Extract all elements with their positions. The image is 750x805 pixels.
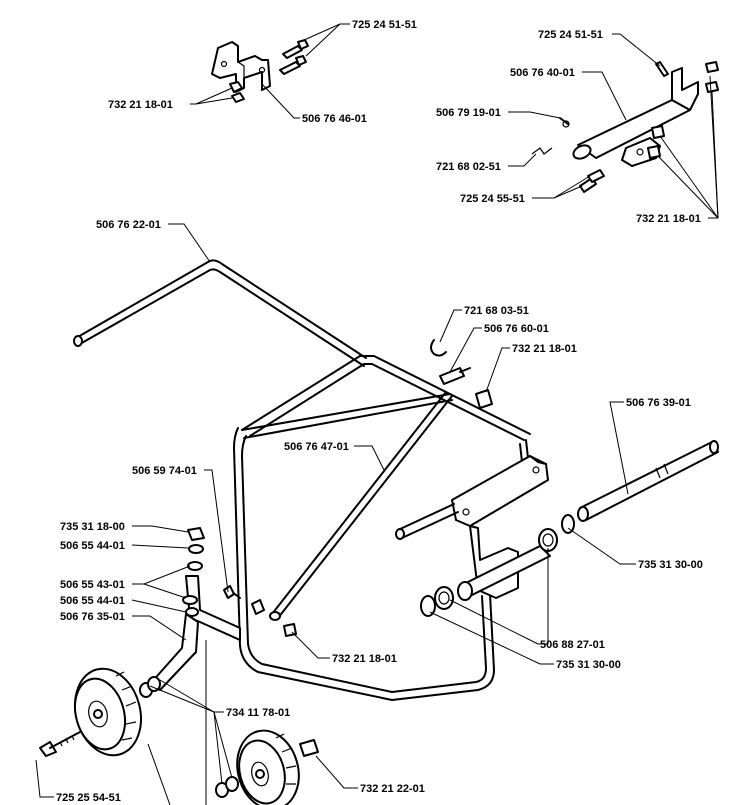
- bolt-icon: [279, 39, 309, 75]
- axle-bracket: [395, 455, 551, 601]
- nut-icon: [647, 125, 665, 159]
- part-number-label: 721 68 03-51: [464, 305, 529, 317]
- bushing-icon: [434, 528, 558, 610]
- part-number-label: 735 31 30-00: [556, 659, 621, 671]
- part-number-label: 506 79 19-01: [436, 107, 501, 119]
- leader-lines: [35, 23, 719, 805]
- part-number-label: 732 21 22-01: [360, 783, 425, 795]
- axle-shaft: [577, 440, 719, 522]
- part-number-label: 506 55 44-01: [60, 540, 125, 552]
- part-number-label: 506 55 44-01: [60, 595, 125, 607]
- part-number-label: 725 24 55-51: [460, 193, 525, 205]
- part-number-label: 735 31 30-00: [638, 559, 703, 571]
- part-number-label: 506 55 43-01: [60, 579, 125, 591]
- part-number-label: 732 21 18-01: [636, 213, 701, 225]
- part-number-label: 725 24 51-51: [352, 19, 417, 31]
- part-number-label: 735 31 18-00: [60, 521, 125, 533]
- part-number-label: 506 88 27-01: [540, 639, 605, 651]
- part-number-label: 734 11 78-01: [226, 707, 290, 719]
- washer-stack-icon: [182, 527, 205, 617]
- part-number-label: 506 76 22-01: [96, 219, 161, 231]
- nut-icon: [283, 623, 319, 757]
- part-number-label: 506 76 60-01: [484, 323, 549, 335]
- main-frame: [233, 355, 531, 701]
- part-number-label: 506 76 39-01: [626, 397, 691, 409]
- part-number-label: 506 76 47-01: [284, 441, 349, 453]
- spacer-icon: [139, 676, 239, 798]
- part-number-label: 725 24 51-51: [538, 29, 603, 41]
- wheel-rear-icon: [236, 729, 300, 805]
- part-number-label: 732 21 18-01: [332, 653, 397, 665]
- bracket-assembly-right: [531, 61, 719, 193]
- handle-tube: [73, 259, 367, 367]
- bolt-icon: [39, 731, 81, 757]
- nut-icon: [229, 81, 245, 103]
- clip-pin-icon: [430, 339, 493, 409]
- part-number-label: 506 59 74-01: [132, 465, 197, 477]
- wheel-front-icon: [74, 667, 142, 757]
- circlip-icon: [420, 514, 575, 617]
- part-number-label: 506 76 46-01: [302, 113, 367, 125]
- pin-icon: [531, 117, 570, 155]
- part-number-label: 732 21 18-01: [108, 99, 173, 111]
- brace-tube: [269, 391, 453, 621]
- bracket-assembly-left: [211, 39, 309, 103]
- part-number-label: 506 76 35-01: [60, 611, 125, 623]
- part-number-label: 506 76 40-01: [510, 67, 575, 79]
- part-number-label: 725 25 54-51: [56, 792, 121, 804]
- part-number-label: 721 68 02-51: [436, 161, 501, 173]
- part-number-label: 732 21 18-01: [512, 343, 577, 355]
- part-labels: 725 24 51-51 732 21 18-01 506 76 46-01 7…: [56, 19, 703, 804]
